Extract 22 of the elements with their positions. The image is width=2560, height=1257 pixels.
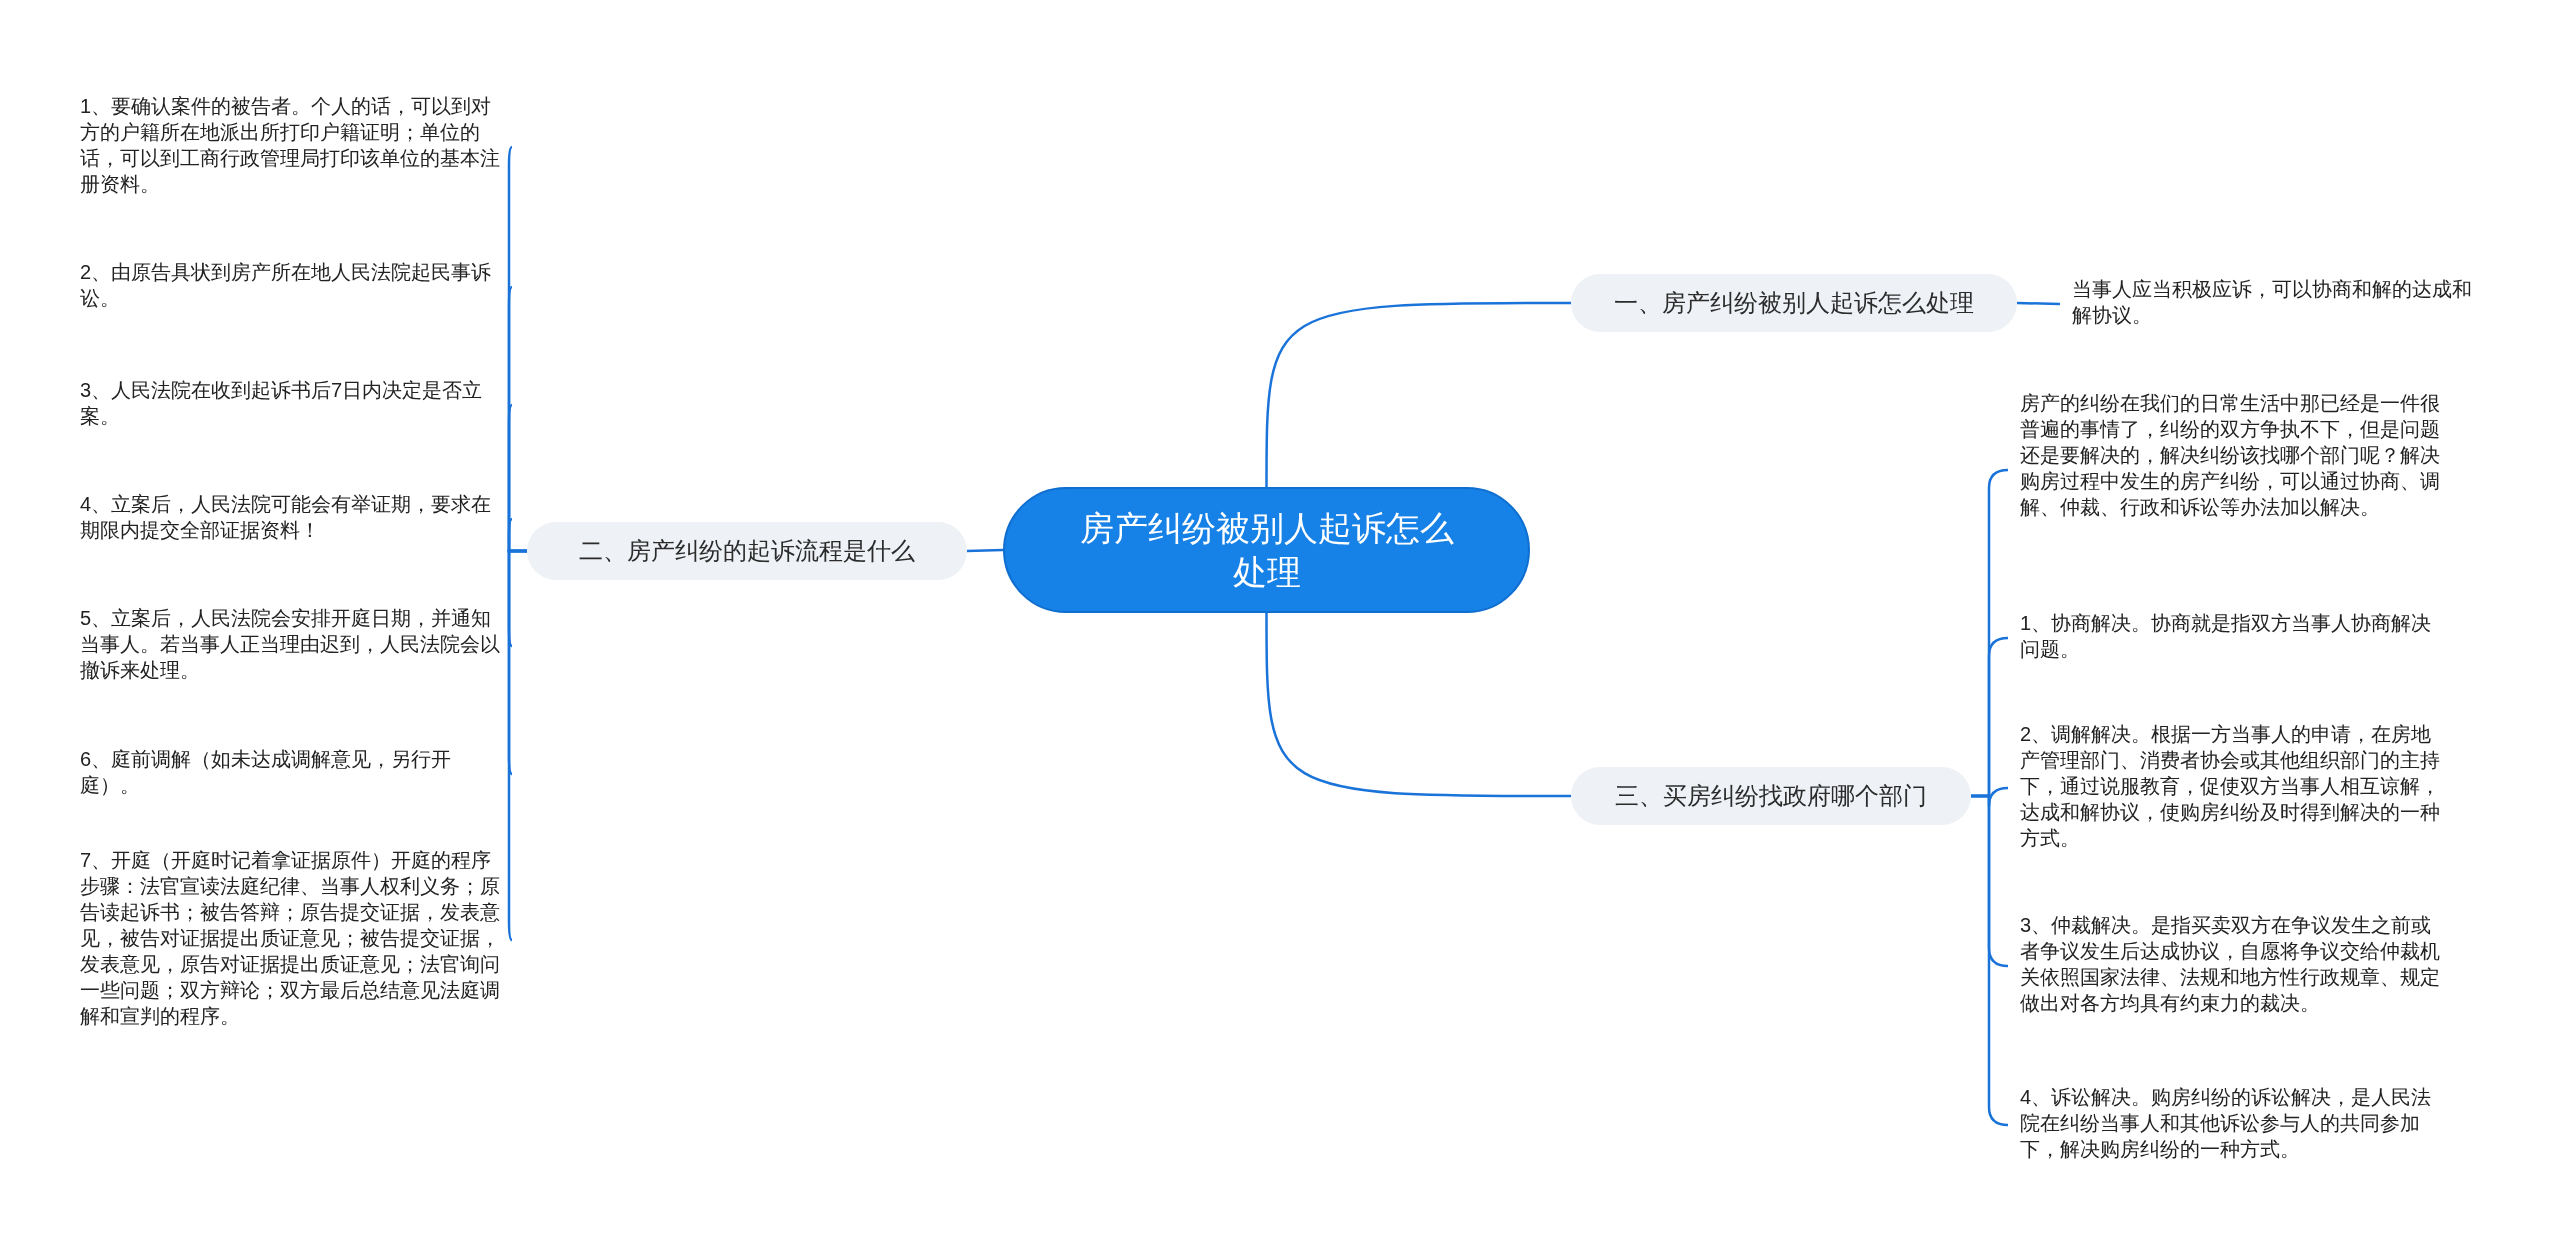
topic-text: 当事人应当积极应诉，可以协商和解的达成和解协议。 bbox=[2060, 276, 2490, 332]
topic-text: 5、立案后，人民法院会安排开庭日期，并通知当事人。若当事人正当理由迟到，人民法院会以撤诉来处理。 bbox=[68, 605, 512, 687]
topic-text: 7、开庭（开庭时记着拿证据原件）开庭的程序步骤：法官宣读法庭纪律、当事人权利义务；原告读起诉书；被告答辩；原告提交证据，发表意见，被告对证据提出质证意见；被告提交证据，发表意见，原告对证据提出质证意见；法官询问一些问题；双方辩论；双方最后总结意见法庭调解和宣判的程序。 bbox=[68, 847, 512, 1033]
branch-topic: 一、房产纠纷被别人起诉怎么处理 bbox=[1571, 274, 2017, 332]
topic-text: 1、协商解决。协商就是指双方当事人协商解决问题。 bbox=[2008, 610, 2458, 666]
branch-topic: 二、房产纠纷的起诉流程是什么 bbox=[527, 522, 967, 580]
topic-text: 房产的纠纷在我们的日常生活中那已经是一件很普遍的事情了，纠纷的双方争执不下，但是问题还是要解决的，解决纠纷该找哪个部门呢？解决购房过程中发生的房产纠纷，可以通过协商、调解、仲裁、行政和诉讼等办法加以解决。 bbox=[2008, 390, 2458, 550]
connector-line bbox=[966, 548, 1004, 553]
topic-text: 4、诉讼解决。购房纠纷的诉讼解决，是人民法院在纠纷当事人和其他诉讼参与人的共同参加下，解决购房纠纷的一种方式。 bbox=[2008, 1084, 2458, 1166]
topic-text: 2、由原告具状到房产所在地人民法院起民事诉讼。 bbox=[68, 259, 512, 315]
topic-text: 4、立案后，人民法院可能会有举证期，要求在期限内提交全部证据资料！ bbox=[68, 491, 512, 547]
topic-text: 2、调解解决。根据一方当事人的申请，在房地产管理部门、消费者协会或其他组织部门的主持下，通过说服教育，促使双方当事人相互谅解，达成和解协议，使购房纠纷及时得到解决的一种方式。 bbox=[2008, 721, 2458, 855]
topic-text: 3、仲裁解决。是指买卖双方在争议发生之前或者争议发生后达成协议，自愿将争议交给仲裁机关依照国家法律、法规和地方性行政规章、规定做出对各方均具有约束力的裁决。 bbox=[2008, 912, 2458, 1020]
topic-text: 1、要确认案件的被告者。个人的话，可以到对方的户籍所在地派出所打印户籍证明；单位的话，可以到工商行政管理局打印该单位的基本注册资料。 bbox=[68, 93, 512, 201]
topic-text: 3、人民法院在收到起诉书后7日内决定是否立案。 bbox=[68, 377, 512, 433]
branch-topic: 三、买房纠纷找政府哪个部门 bbox=[1571, 767, 1971, 825]
central-topic: 房产纠纷被别人起诉怎么处理 bbox=[1003, 487, 1530, 613]
topic-text: 6、庭前调解（如未达成调解意见，另行开庭）。 bbox=[68, 746, 512, 802]
connector-line bbox=[1265, 613, 1571, 798]
connector-line bbox=[1265, 301, 1571, 487]
connector-line bbox=[507, 549, 527, 941]
connector-line bbox=[2016, 301, 2061, 306]
